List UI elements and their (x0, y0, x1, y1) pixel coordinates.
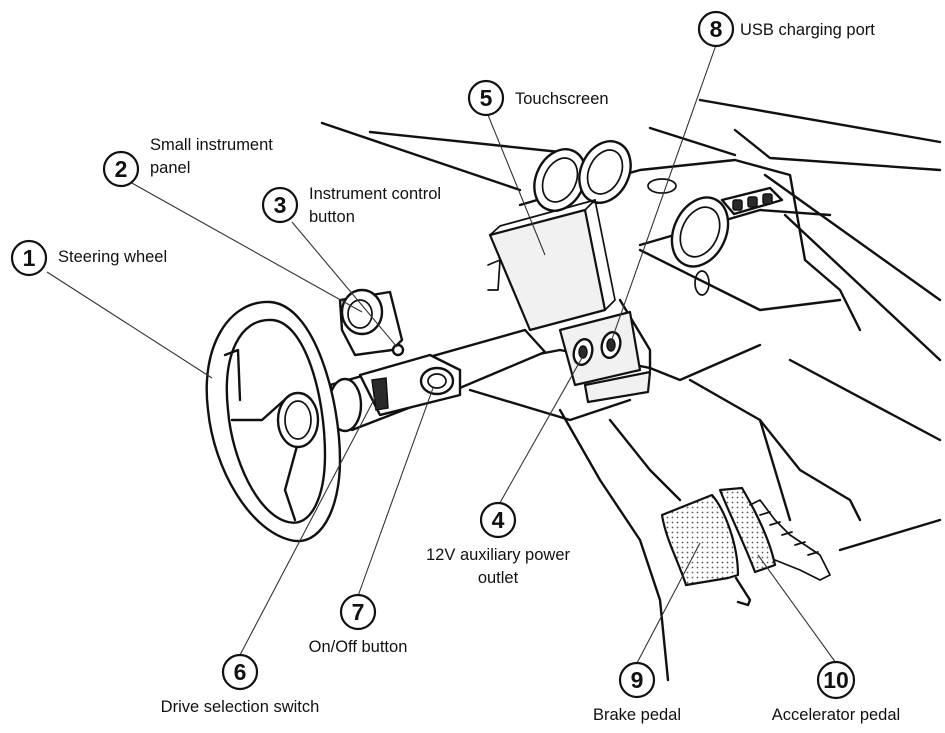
label-accelerator-pedal: Accelerator pedal (772, 706, 900, 724)
label-instrument-control-button-line1: Instrument control (309, 185, 441, 203)
label-small-instrument-panel-line1: Small instrument (150, 136, 273, 154)
badge-4: 4 (479, 501, 517, 539)
socket-illustration (558, 310, 642, 387)
leader-drive-selection-switch (239, 391, 379, 656)
badge-2: 2 (102, 150, 140, 188)
touchscreen-illustration (487, 199, 616, 332)
leader-on-off-button (357, 387, 434, 597)
label-small-instrument-panel-line2: panel (150, 159, 190, 177)
label-usb-charging-port: USB charging port (740, 21, 875, 39)
callout-badges: 1 2 3 4 5 6 7 8 9 10 (10, 10, 856, 700)
label-steering-wheel: Steering wheel (58, 248, 167, 266)
leader-touchscreen (487, 114, 546, 256)
badge-7: 7 (339, 593, 377, 631)
badge-10: 10 (816, 660, 856, 700)
label-on-off-button: On/Off button (309, 638, 408, 656)
leader-small-instrument-panel (129, 181, 363, 313)
leader-accelerator-pedal (757, 554, 837, 664)
leader-steering-wheel (46, 271, 213, 379)
badge-number: 5 (480, 85, 493, 111)
label-aux-power-outlet-line1: 12V auxiliary power (426, 546, 570, 564)
label-instrument-control-button-line2: button (309, 208, 355, 226)
badge-1: 1 (10, 239, 48, 277)
badge-number: 2 (115, 156, 128, 182)
badge-number: 9 (631, 667, 644, 693)
badge-9: 9 (618, 661, 656, 699)
callout-labels: Steering wheel Small instrument panel In… (58, 21, 900, 724)
pedals-illustration (660, 486, 831, 607)
label-touchscreen: Touchscreen (515, 90, 609, 108)
badge-number: 10 (823, 667, 849, 693)
leader-instrument-control-button (291, 221, 398, 348)
badge-6: 6 (221, 653, 259, 691)
leader-brake-pedal (636, 542, 701, 664)
leader-aux-power-outlet (496, 355, 584, 509)
badge-number: 3 (274, 192, 287, 218)
label-drive-selection-switch: Drive selection switch (161, 698, 320, 716)
leader-usb-charging-port (610, 44, 717, 343)
badge-number: 4 (492, 507, 505, 533)
badge-3: 3 (261, 186, 299, 224)
dashboard-gauges (533, 140, 784, 404)
leader-lines (46, 44, 837, 664)
badge-8: 8 (697, 10, 735, 48)
badge-5: 5 (467, 79, 505, 117)
steering-wheel-illustration (205, 300, 342, 543)
badge-number: 8 (710, 16, 723, 42)
label-brake-pedal: Brake pedal (593, 706, 681, 724)
badge-number: 1 (23, 245, 36, 271)
badge-number: 7 (352, 599, 365, 625)
badge-number: 6 (234, 659, 247, 685)
label-aux-power-outlet-line2: outlet (478, 569, 519, 587)
